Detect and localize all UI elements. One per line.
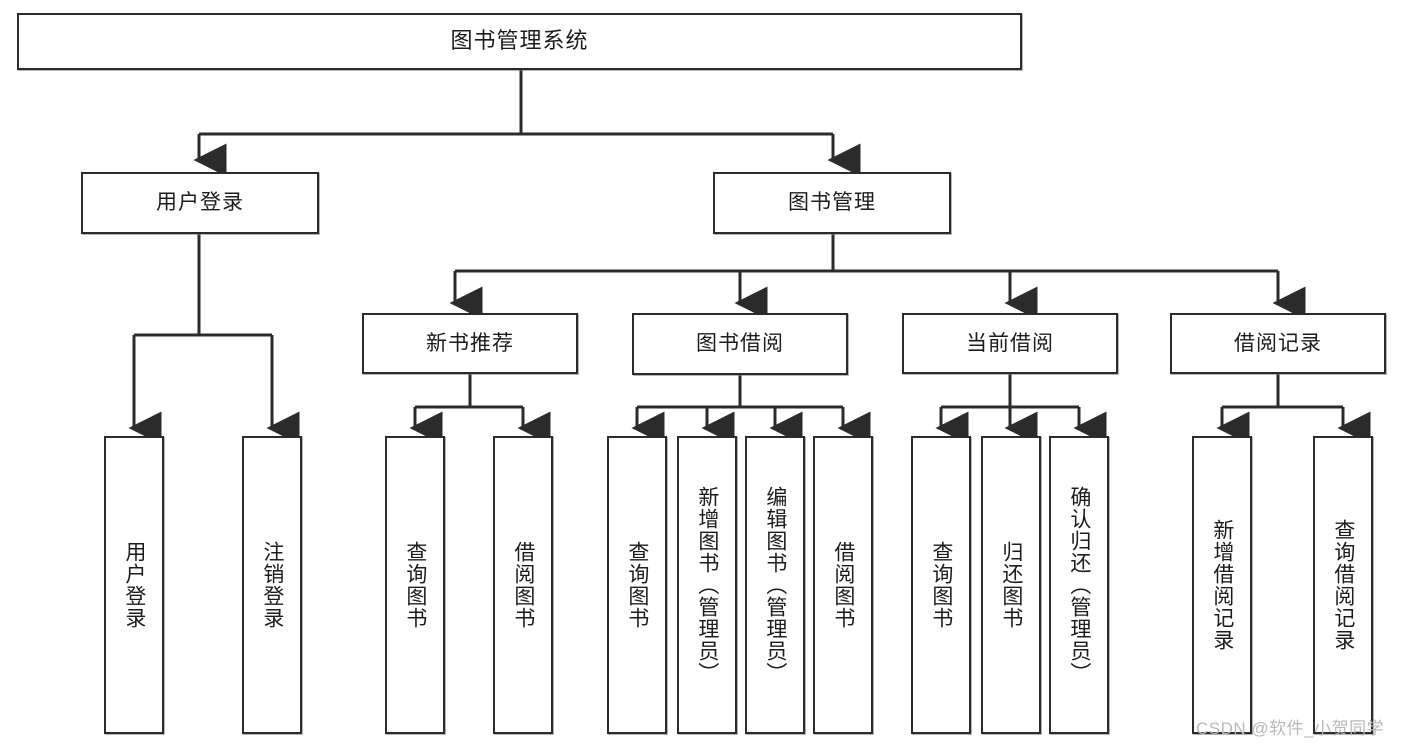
node-new-book-recommendation[interactable]: 新书推荐 — [362, 313, 578, 374]
node-label: 图书管理系统 — [450, 28, 589, 54]
node-book-management[interactable]: 图书管理 — [713, 172, 951, 234]
leaf-add-book-admin[interactable]: 新增图书（管理员） — [677, 436, 737, 734]
watermark-text: CSDN @软件_小贺同学 — [1196, 719, 1385, 738]
node-label: 查询图书 — [625, 541, 649, 629]
node-label: 新增图书（管理员） — [695, 486, 719, 684]
node-label: 图书借阅 — [696, 332, 784, 356]
leaf-edit-book-admin[interactable]: 编辑图书（管理员） — [745, 436, 805, 734]
node-label: 借阅图书 — [511, 541, 535, 629]
leaf-query-borrowing-record[interactable]: 查询借阅记录 — [1313, 436, 1373, 734]
node-label: 查询图书 — [929, 541, 953, 629]
leaf-borrow-books-recommendation[interactable]: 借阅图书 — [493, 436, 553, 734]
leaf-query-books-borrowing[interactable]: 查询图书 — [607, 436, 667, 734]
node-root-book-management-system[interactable]: 图书管理系统 — [17, 13, 1022, 70]
node-label: 用户登录 — [122, 541, 146, 629]
node-label: 查询借阅记录 — [1331, 519, 1355, 651]
node-current-borrowing[interactable]: 当前借阅 — [902, 313, 1118, 374]
node-label: 新增借阅记录 — [1210, 519, 1234, 651]
node-label: 确认归还（管理员） — [1067, 486, 1091, 684]
node-label: 图书管理 — [788, 191, 876, 215]
leaf-return-books[interactable]: 归还图书 — [981, 436, 1041, 734]
leaf-query-books-recommendation[interactable]: 查询图书 — [385, 436, 445, 734]
node-user-login[interactable]: 用户登录 — [81, 172, 319, 234]
node-borrowing-records[interactable]: 借阅记录 — [1170, 313, 1386, 374]
leaf-logout[interactable]: 注销登录 — [242, 436, 302, 734]
node-label: 新书推荐 — [426, 331, 514, 355]
node-label: 注销登录 — [260, 541, 284, 629]
node-label: 编辑图书（管理员） — [763, 486, 787, 684]
leaf-borrow-books-borrowing[interactable]: 借阅图书 — [813, 436, 873, 734]
node-label: 用户登录 — [156, 191, 244, 215]
leaf-query-books-current[interactable]: 查询图书 — [911, 436, 971, 734]
node-label: 归还图书 — [999, 541, 1023, 629]
leaf-user-login[interactable]: 用户登录 — [104, 436, 164, 734]
node-label: 查询图书 — [403, 541, 427, 629]
leaf-confirm-return-admin[interactable]: 确认归还（管理员） — [1049, 436, 1109, 734]
node-label: 当前借阅 — [966, 331, 1054, 355]
leaf-add-borrowing-record[interactable]: 新增借阅记录 — [1192, 436, 1252, 734]
node-label: 借阅记录 — [1234, 331, 1322, 355]
node-book-borrowing[interactable]: 图书借阅 — [632, 313, 848, 375]
node-label: 借阅图书 — [831, 541, 855, 629]
